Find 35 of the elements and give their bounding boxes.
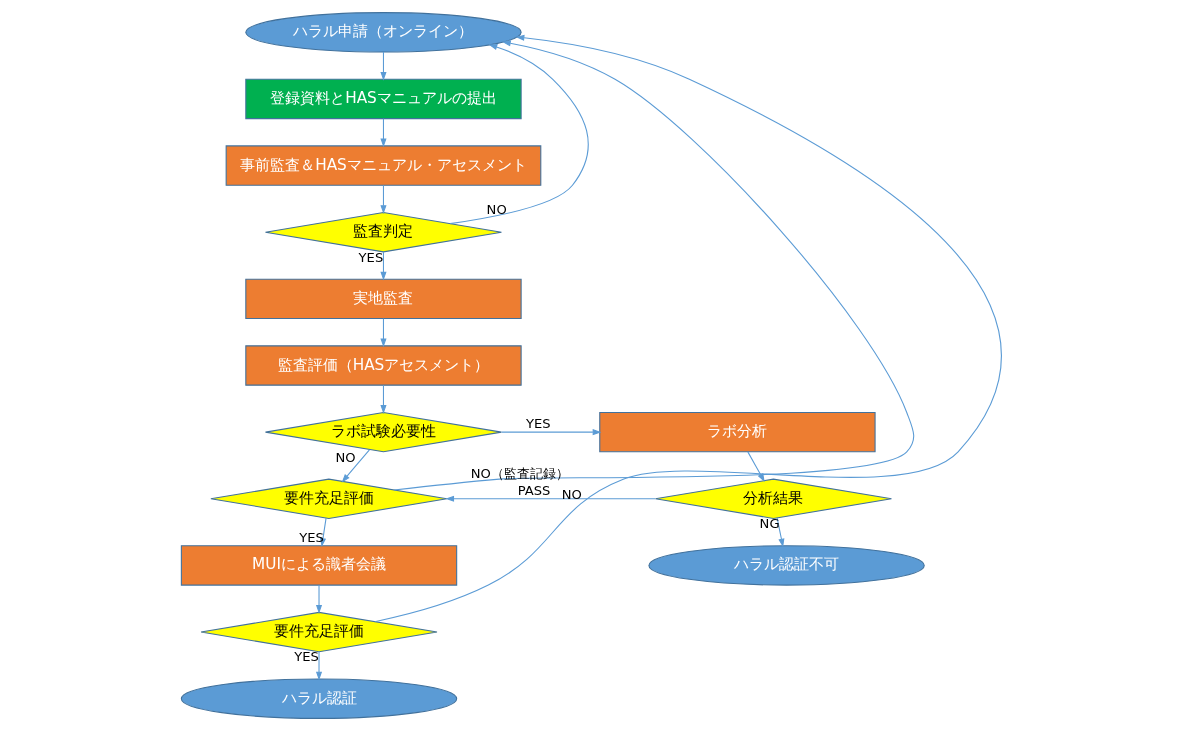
- node-box: MUIによる識者会議: [180, 545, 457, 586]
- arrow: [379, 51, 387, 81]
- edge-label: NO: [561, 486, 582, 502]
- arrow: [379, 318, 387, 348]
- node-box: 登録資料とHASマニュアルの提出: [244, 78, 522, 120]
- arrow: [379, 251, 387, 281]
- arrow: [449, 44, 589, 225]
- node-ellipse: ハラル認証不可: [647, 545, 925, 586]
- arrow: [776, 517, 784, 548]
- node-box: 事前監査＆HASマニュアル・アセスメント: [225, 145, 541, 186]
- edge-label: NG: [759, 516, 780, 532]
- node-diamond: ラボ試験必要性: [264, 411, 502, 453]
- node-box: ラボ分析: [598, 411, 876, 453]
- node-ellipse: ハラル認証: [180, 678, 457, 719]
- arrow: [341, 449, 370, 483]
- edge-label: NO: [334, 450, 356, 466]
- arrow: [392, 40, 914, 491]
- edge-label: NO（監査記録）: [470, 466, 569, 482]
- arrow: [500, 429, 601, 436]
- arrow: [315, 651, 322, 681]
- node-diamond: 要件充足評価: [209, 478, 447, 519]
- arrow: [746, 451, 765, 483]
- edge-label: YES: [298, 529, 324, 545]
- arrow: [379, 118, 387, 148]
- arrow: [315, 584, 322, 614]
- node-box: 監査評価（HASアセスメント）: [244, 345, 522, 386]
- edge-label: YES: [525, 416, 551, 432]
- node-box: 実地監査: [244, 278, 522, 320]
- arrow: [379, 384, 387, 414]
- edge-label: PASS: [517, 483, 550, 499]
- arrow: [373, 34, 1001, 623]
- node-diamond: 要件充足評価: [200, 611, 438, 653]
- arrow: [444, 495, 656, 502]
- node-diamond: 分析結果: [654, 478, 892, 519]
- arrow: [379, 184, 387, 214]
